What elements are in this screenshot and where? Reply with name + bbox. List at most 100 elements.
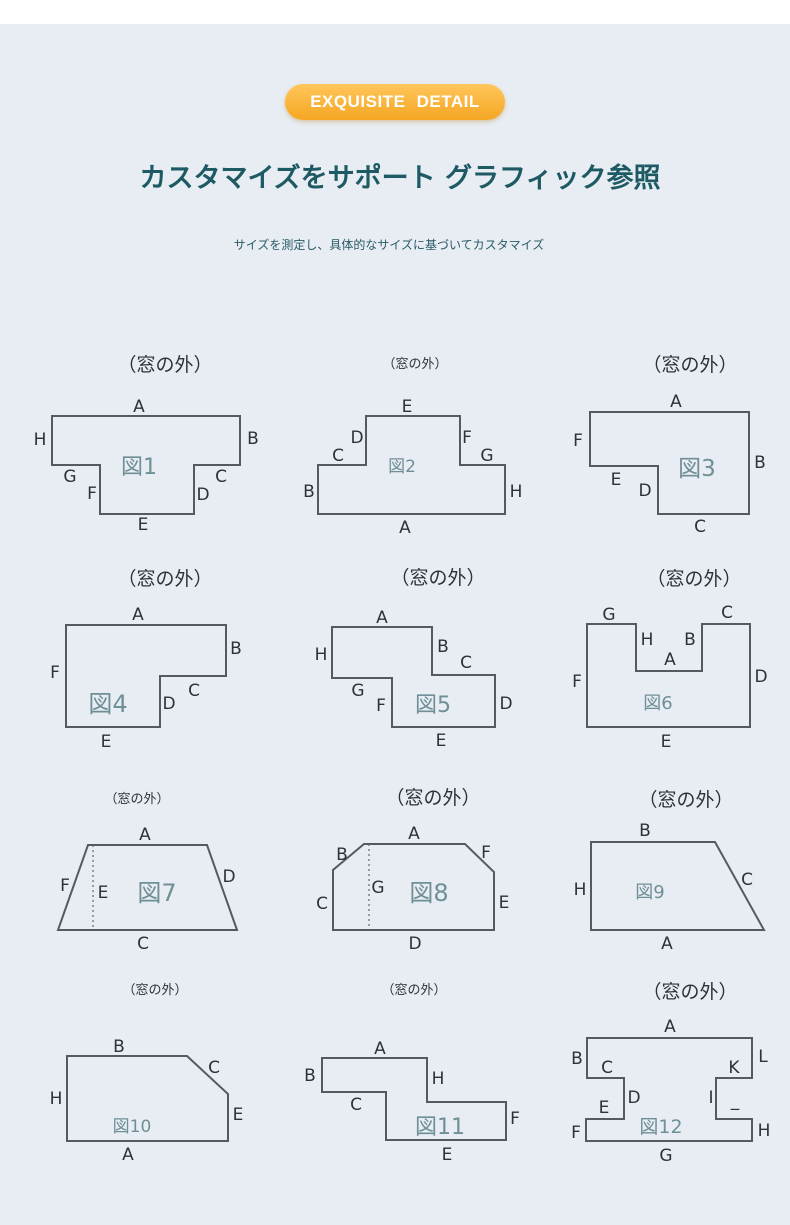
window-label: （窓の外）	[642, 354, 737, 376]
edge-label-a: A	[664, 1017, 676, 1037]
edge-label-e: E	[442, 1145, 453, 1165]
edge-label-a: A	[664, 650, 676, 670]
edge-label-d: D	[162, 694, 175, 714]
figure-10: （窓の外） B C E A H 図10	[50, 982, 244, 1165]
edge-label-f: F	[510, 1109, 520, 1129]
edge-label-d: D	[638, 481, 651, 501]
figure-4: （窓の外） A B C D E F 図4	[50, 568, 242, 752]
edge-label-c: C	[460, 653, 472, 673]
page-subtitle: サイズを測定し、具体的なサイズに基づいてカスタマイズ	[233, 238, 545, 252]
edge-label-g: G	[480, 446, 493, 466]
edge-label-a: A	[376, 608, 388, 628]
edge-label-g: G	[659, 1146, 672, 1166]
edge-label-d: D	[499, 694, 512, 714]
figure-11: （窓の外） A B H C F E 図11	[304, 982, 520, 1165]
edge-label-b: B	[247, 429, 259, 449]
edge-label-d: D	[627, 1088, 640, 1108]
edge-label-l: L	[758, 1047, 768, 1067]
edge-label-b: B	[336, 845, 348, 865]
figure-10-name: 図10	[113, 1117, 152, 1137]
figure-8-outline	[332, 843, 495, 931]
window-label: （窓の外）	[382, 356, 447, 372]
edge-label-c: C	[188, 681, 200, 701]
edge-label-e: E	[402, 397, 413, 417]
window-label: （窓の外）	[117, 568, 212, 590]
figure-5-outline	[331, 626, 496, 728]
edge-label-h: H	[510, 482, 523, 502]
edge-label-b: B	[304, 1066, 316, 1086]
edge-label-e: E	[101, 732, 112, 752]
edge-label-h: H	[315, 645, 328, 665]
edge-label-b: B	[113, 1037, 125, 1057]
figure-9-outline	[590, 841, 766, 931]
edge-label-a: A	[139, 825, 151, 845]
edge-label-c: C	[694, 517, 706, 537]
edge-label-g: G	[371, 878, 384, 898]
window-label: （窓の外）	[117, 354, 212, 376]
edge-label-k: K	[728, 1058, 740, 1078]
edge-label-g: G	[351, 681, 364, 701]
edge-label-a: A	[122, 1145, 134, 1165]
edge-label-c: C	[601, 1058, 613, 1078]
figure-11-name: 図11	[415, 1115, 465, 1140]
edge-label-c: C	[208, 1058, 220, 1078]
window-label: （窓の外）	[638, 789, 733, 811]
figure-3: （窓の外） A B C D E F 図3	[573, 354, 766, 537]
figure-3-name: 図3	[678, 456, 716, 482]
edge-label-a: A	[670, 392, 682, 412]
edge-label-e: E	[661, 732, 672, 752]
figure-12-outline	[585, 1037, 753, 1142]
figure-6: （窓の外） G H A B C D E F 図6	[572, 568, 767, 752]
figure-1-outline	[51, 415, 241, 515]
edge-label-e: E	[233, 1105, 244, 1125]
edge-label-a: A	[661, 934, 673, 954]
figure-12: （窓の外） A B C D E F G H I _ K L 図12	[571, 981, 770, 1166]
edge-label-f: F	[60, 876, 70, 896]
edge-label-e: E	[436, 731, 447, 751]
edge-label-f: F	[87, 484, 97, 504]
figure-8: （窓の外） A B F C G E D 図8	[316, 787, 509, 954]
edge-label-g: G	[602, 605, 615, 625]
edge-label-b: B	[684, 630, 696, 650]
figure-11-outline	[321, 1057, 507, 1141]
edge-label-b: B	[754, 453, 766, 473]
edge-label-c: C	[741, 870, 753, 890]
window-label: （窓の外）	[381, 982, 446, 998]
edge-label-c: C	[721, 603, 733, 623]
edge-label-b: B	[303, 482, 315, 502]
edge-label-e: E	[499, 893, 510, 913]
window-label: （窓の外）	[646, 568, 741, 590]
figure-7-name: 図7	[137, 879, 176, 907]
edge-label-i: I	[708, 1088, 713, 1108]
figure-9-name: 図9	[635, 882, 664, 903]
figure-2: （窓の外） E D C F G B H A 図2	[303, 356, 522, 538]
edge-label-e: E	[599, 1098, 610, 1118]
edge-label-g: G	[63, 467, 76, 487]
figure-3-outline	[589, 411, 750, 515]
edge-label-e: E	[138, 515, 149, 535]
edge-label-d: D	[350, 428, 363, 448]
edge-label-f: F	[571, 1123, 581, 1143]
edge-label-f: F	[572, 672, 582, 692]
edge-label-h: H	[34, 430, 47, 450]
edge-label-e: E	[611, 470, 622, 490]
edge-label-a: A	[408, 824, 420, 844]
figure-9: （窓の外） B C A H 図9	[574, 789, 766, 954]
edge-label-c: C	[137, 934, 149, 954]
edge-label-h: H	[432, 1069, 445, 1089]
figure-4-outline	[65, 624, 227, 728]
edge-label-c: C	[332, 446, 344, 466]
edge-label-f: F	[462, 428, 472, 448]
edge-label-f: F	[573, 431, 583, 451]
edge-label-b: B	[437, 637, 449, 657]
edge-label-b: B	[571, 1049, 583, 1069]
edge-label-a: A	[133, 397, 145, 417]
figure-4-name: 図4	[88, 690, 127, 718]
edge-label-c: C	[350, 1095, 362, 1115]
edge-label-a: A	[132, 605, 144, 625]
edge-label-h: H	[641, 630, 654, 650]
figure-1: （窓の外） A B C D E F G H 図1	[34, 354, 259, 535]
figure-6-outline	[586, 623, 751, 728]
figure-8-name: 図8	[409, 879, 448, 907]
